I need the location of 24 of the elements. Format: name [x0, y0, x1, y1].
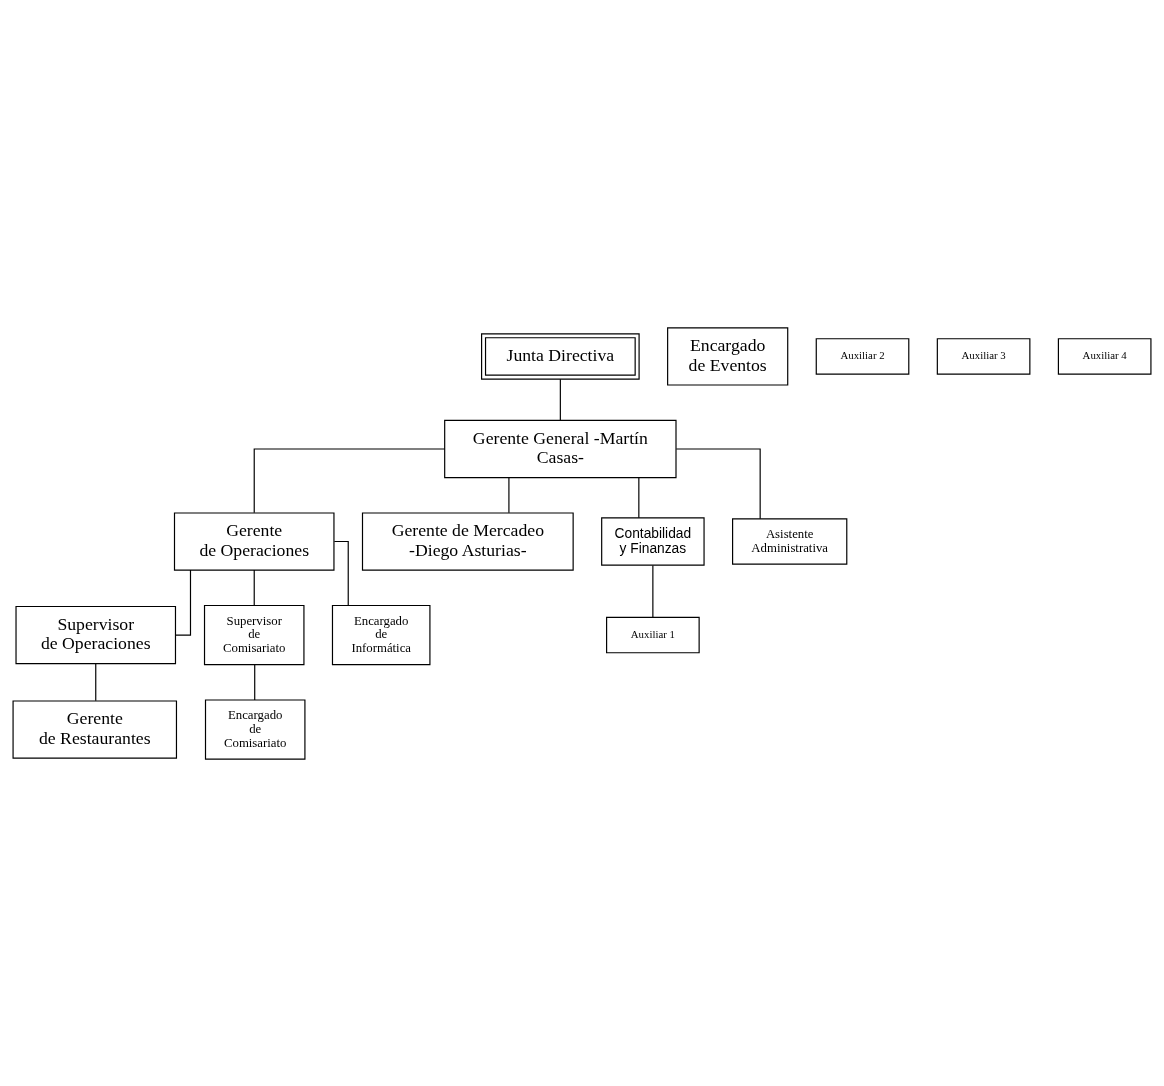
node-box: Gerente de Operaciones [173, 511, 335, 571]
node-box: Supervisor de Operaciones [15, 605, 177, 664]
node-box: Gerente General -Martín Casas- [444, 419, 677, 478]
node-box: Encargado de Eventos [667, 326, 789, 386]
node-box: Auxiliar 2 [815, 337, 910, 375]
connector [253, 569, 255, 606]
node-box: Auxiliar 1 [606, 616, 700, 653]
connector [638, 476, 640, 518]
node-box: Auxiliar 4 [1057, 337, 1152, 375]
connector [95, 662, 97, 701]
node-box: Encargado de Informática [331, 604, 431, 665]
connector [559, 378, 561, 421]
node-box: Asistente Administrativa [732, 517, 848, 565]
connector [254, 663, 256, 701]
node-box: Gerente de Mercadeo -Diego Asturias- [361, 511, 574, 571]
node-box: Supervisor de Comisariato [203, 604, 305, 665]
node-box: Gerente de Restaurantes [12, 699, 178, 759]
node-box: Auxiliar 3 [936, 337, 1031, 375]
connector [508, 476, 510, 513]
connector [253, 447, 446, 513]
node-box: Contabilidad y Finanzas [601, 516, 705, 566]
connector [652, 564, 654, 618]
node-box: Encargado de Comisariato [204, 698, 306, 760]
connector [675, 447, 761, 519]
